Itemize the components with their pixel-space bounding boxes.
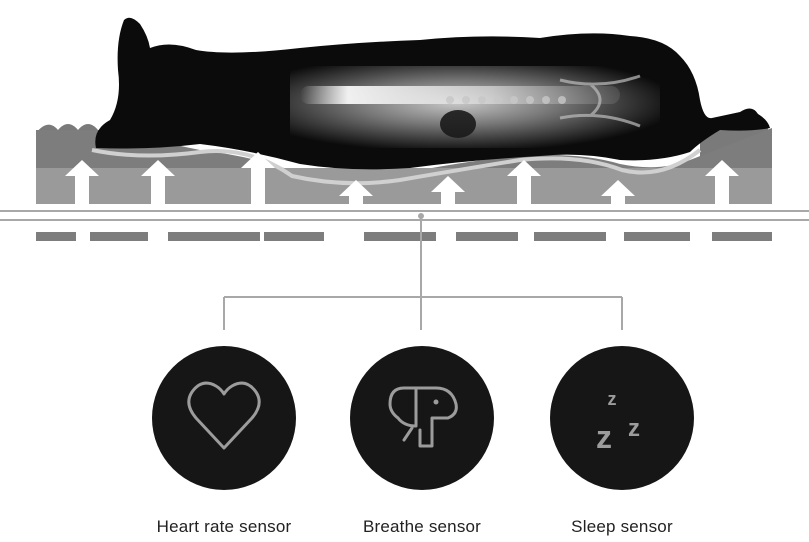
breathe-sensor-label: Breathe sensor [363,517,481,537]
xray-overlay [290,66,660,148]
sensor-strip-dash [168,232,260,241]
sensor-strip-dash [624,232,690,241]
sensor-sheet [0,211,809,241]
sensor-strip-dash [364,232,436,241]
xray-spine [300,86,620,104]
pet-silhouette [95,18,770,170]
sleep-z-large: z [596,419,612,455]
sleep-z-small: z [608,389,617,409]
xray-organ [440,110,476,138]
sensor-circle [550,346,694,490]
sensor-strip-dash [36,232,76,241]
sensor-connectors [224,213,622,330]
sensor-strip-dash [264,232,324,241]
sensor-strip-dash [712,232,772,241]
sensor-breathe [350,346,494,490]
sensor-sleep: z z z [550,346,694,490]
sensor-strip-dash [534,232,606,241]
sleep-sensor-label: Sleep sensor [571,517,673,537]
sensor-strip-dash [90,232,148,241]
sensor-strip-dashes [36,232,772,241]
sleep-z-medium: z [628,415,640,442]
sensor-strip-dash [456,232,518,241]
heart-rate-sensor-label: Heart rate sensor [157,517,292,537]
sensor-circle [350,346,494,490]
sensor-circle [152,346,296,490]
sensor-heart-rate [152,346,296,490]
